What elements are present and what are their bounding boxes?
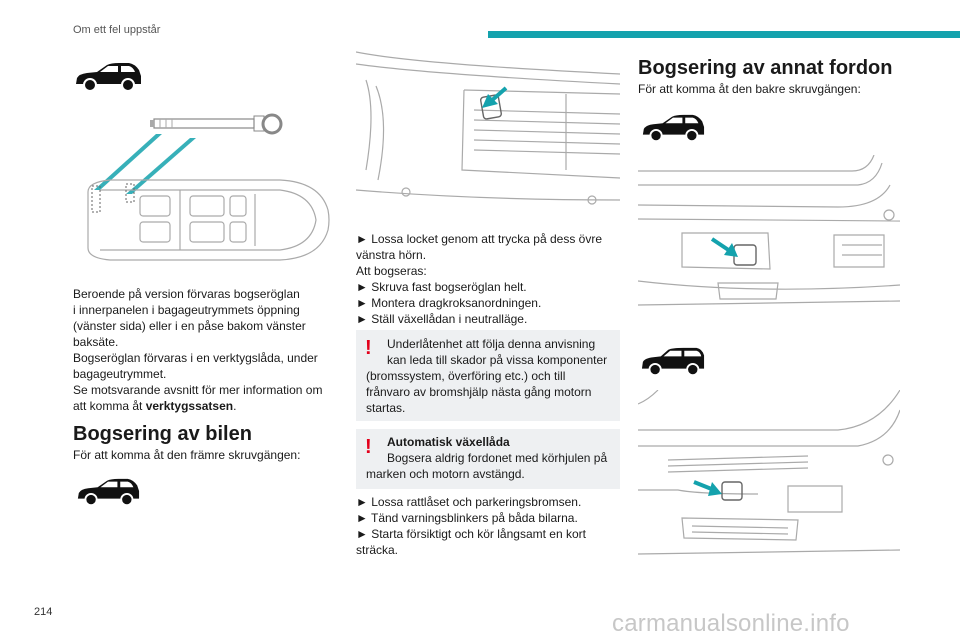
section-heading-towing-car: Bogsering av bilen: [73, 423, 252, 445]
car-silhouette-icon: [640, 112, 706, 144]
tow-eye-icon: [150, 113, 283, 135]
car-silhouette-icon: [73, 476, 143, 508]
warning-box-neutral: ! Underlåtenhet att följa denna anvisnin…: [356, 330, 620, 421]
pointer-arrow-icon: [693, 480, 722, 496]
toolkit-reference: verktygssatsen: [145, 399, 234, 413]
warning-exclamation-icon: !: [365, 337, 372, 359]
warning-exclamation-icon: !: [365, 436, 372, 458]
watermark: carmanualsonline.info: [612, 610, 850, 637]
unlock-and-tow-steps: ► Lossa locket genom att trycka på dess …: [356, 232, 602, 326]
car-silhouette-icon: [640, 346, 706, 378]
running-header: Om ett fel uppstår: [73, 24, 161, 36]
warning-box-automatic: ! Automatisk växellåda Bogsera aldrig fo…: [356, 429, 620, 489]
header-accent-bar: [488, 31, 960, 38]
rear-bumper-illustration-1: [638, 155, 900, 325]
section-heading-towing-other: Bogsering av annat fordon: [638, 57, 893, 79]
front-thread-intro: För att komma åt den främre skruvgängen:: [73, 448, 301, 462]
front-bumper-illustration: [356, 50, 620, 210]
rear-bumper-illustration-2: [638, 390, 900, 560]
storage-paragraph: Beroende på version förvaras bogseröglan…: [73, 287, 323, 413]
rear-thread-intro: För att komma åt den bakre skruvgängen:: [638, 82, 861, 96]
tow-eye-storage-illustration: [80, 110, 340, 270]
pointer-arrow-icon: [710, 237, 738, 257]
car-silhouette-icon: [73, 60, 143, 94]
page-number: 214: [34, 606, 53, 618]
driving-steps: ► Lossa rattlåset och parkeringsbromsen.…: [356, 495, 586, 557]
pointer-arrow-icon: [482, 86, 508, 108]
